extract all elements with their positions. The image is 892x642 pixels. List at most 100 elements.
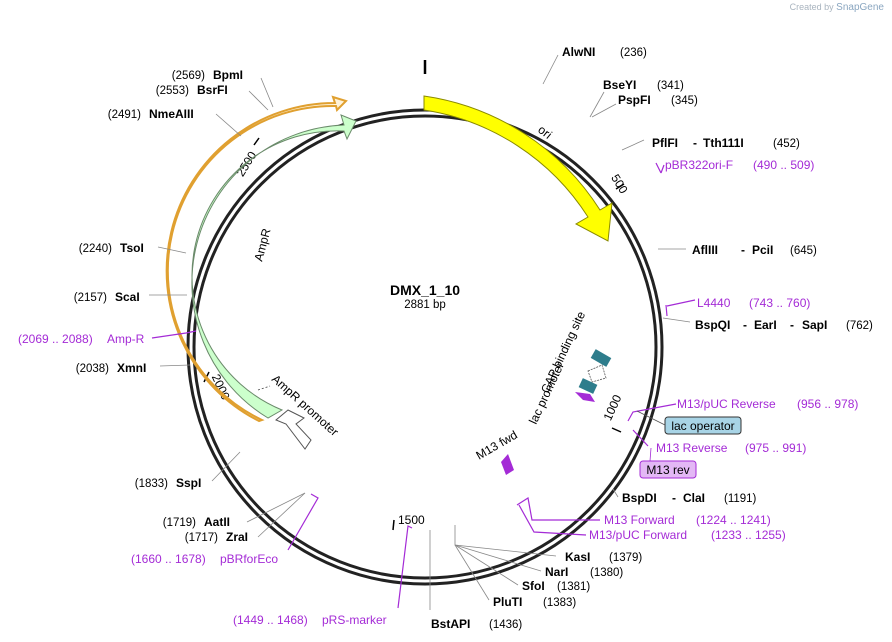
- enzyme-bstapi-pos: (1436): [489, 619, 522, 631]
- ampr-promoter-label: AmpR promoter: [269, 372, 341, 439]
- m13-fwd-arrow[interactable]: [501, 454, 514, 475]
- primer-m13-puc-reverse-range: (956 .. 978): [797, 397, 858, 411]
- primer-pbrforeco-range: (1660 .. 1678): [131, 552, 206, 566]
- lac-operator-label: lac operator: [671, 419, 734, 433]
- enzyme-pcii[interactable]: PciI: [752, 243, 773, 257]
- enzyme-bseyi[interactable]: BseYI: [603, 78, 636, 92]
- svg-text:-: -: [790, 318, 794, 332]
- cap-binding-site-box[interactable]: [590, 349, 612, 367]
- primer-l4440[interactable]: L4440: [697, 296, 731, 310]
- enzyme-aatii[interactable]: AatII: [204, 515, 230, 529]
- ampr-outer-arc: [165, 95, 348, 423]
- enzyme-bsrfi-pos: (2553): [156, 85, 189, 97]
- backbone-outer-ring: [186, 108, 664, 586]
- enzyme-nmeaiii[interactable]: NmeAIII: [149, 107, 194, 121]
- enzyme-sspi[interactable]: SspI: [176, 476, 201, 490]
- enzyme-nmeaiii-pos: (2491): [108, 109, 141, 121]
- enzyme-aatii-pos: (1719): [163, 517, 196, 529]
- tick-label-1500: 1500: [398, 513, 425, 527]
- ampr-promoter-feature[interactable]: [275, 409, 312, 450]
- enzyme-afliii[interactable]: AflIII: [692, 243, 718, 257]
- primer-amp-r[interactable]: Amp-R: [107, 332, 145, 346]
- svg-text:-: -: [672, 491, 676, 505]
- enzyme-clai[interactable]: ClaI: [683, 491, 705, 505]
- primer-m13-reverse[interactable]: M13 Reverse: [656, 441, 728, 455]
- enzyme-scai-pos: (2157): [74, 292, 107, 304]
- snapgene-watermark: Created by SnapGene: [790, 2, 884, 13]
- m13-rev-label: M13 rev: [646, 463, 689, 477]
- enzyme-nari[interactable]: NarI: [545, 565, 568, 579]
- watermark-brand: SnapGene: [836, 2, 884, 13]
- ampr-feature[interactable]: [191, 114, 357, 419]
- enzyme-nari-pos: (1380): [590, 567, 623, 579]
- enzyme-eari[interactable]: EarI: [754, 318, 777, 332]
- primer-labels: pBR322ori-F (490 .. 509) L4440 (743 .. 7…: [18, 158, 858, 627]
- enzyme-tth111i[interactable]: Tth111I: [703, 136, 744, 150]
- right-enzyme-labels: AlwNI (236) BseYI (341) PspFI (345) PflF…: [431, 45, 873, 631]
- enzyme-bspqi[interactable]: BspQI: [695, 318, 730, 332]
- watermark-prefix: Created by: [789, 2, 834, 12]
- primer-m13-reverse-range: (975 .. 991): [745, 441, 806, 455]
- enzyme-kasi-pos: (1379): [609, 552, 642, 564]
- primer-lines: [151, 162, 696, 609]
- enzyme-bseyi-pos: (341): [657, 80, 684, 92]
- enzyme-alwni-pos: (236): [620, 47, 647, 59]
- primer-m13-puc-forward-range: (1233 .. 1255): [711, 528, 786, 542]
- tick-label-500: 500: [608, 172, 631, 197]
- lac-promoter-arrow[interactable]: [587, 364, 607, 383]
- primer-prs-marker-range: (1449 .. 1468): [233, 613, 308, 627]
- leader-lines: [149, 54, 691, 610]
- enzyme-kasi[interactable]: KasI: [565, 550, 590, 564]
- enzyme-pspfi[interactable]: PspFI: [618, 93, 651, 107]
- enzyme-pluti[interactable]: PluTI: [493, 595, 522, 609]
- enzyme-sspi-pos: (1833): [135, 478, 168, 490]
- tick-label-1000: 1000: [600, 392, 624, 422]
- m13-rev-arrow[interactable]: [575, 392, 595, 402]
- backbone-inner-ring: [192, 114, 658, 580]
- primer-pbr322ori-f-range: (490 .. 509): [753, 158, 814, 172]
- primer-prs-marker[interactable]: pRS-marker: [322, 613, 387, 627]
- enzyme-bspdi[interactable]: BspDI: [622, 491, 657, 505]
- enzyme-pflfi[interactable]: PflFI: [652, 136, 678, 150]
- plasmid-name: DMX_1_10: [390, 282, 460, 298]
- enzyme-bspqi-pos: (762): [846, 320, 873, 332]
- primer-pbrforeco[interactable]: pBRforEco: [220, 552, 278, 566]
- enzyme-bpmi-pos: (2569): [172, 70, 205, 82]
- enzyme-afliii-pos: (645): [790, 245, 817, 257]
- enzyme-pspfi-pos: (345): [671, 95, 698, 107]
- primer-m13-puc-forward[interactable]: M13/pUC Forward: [589, 528, 687, 542]
- enzyme-scai[interactable]: ScaI: [115, 290, 140, 304]
- m13-fwd-label: M13 fwd: [474, 428, 520, 463]
- svg-text:-: -: [693, 136, 697, 150]
- lac-operator-box[interactable]: [578, 378, 598, 394]
- enzyme-tsoi[interactable]: TsoI: [120, 241, 144, 255]
- m13-rev-label-box[interactable]: [639, 460, 697, 479]
- enzyme-tsoi-pos: (2240): [79, 243, 112, 255]
- enzyme-bspdi-pos: (1191): [724, 493, 757, 505]
- svg-text:-: -: [741, 243, 745, 257]
- enzyme-bpmi[interactable]: BpmI: [213, 68, 243, 82]
- primer-m13-forward-range: (1224 .. 1241): [696, 513, 771, 527]
- lac-operator-label-box[interactable]: [664, 416, 742, 435]
- enzyme-pflfi-pos: (452): [773, 138, 800, 150]
- enzyme-sfoi[interactable]: SfoI: [522, 579, 545, 593]
- enzyme-zrai[interactable]: ZraI: [226, 530, 248, 544]
- enzyme-xmni[interactable]: XmnI: [117, 361, 146, 375]
- svg-text:-: -: [743, 318, 747, 332]
- enzyme-bstapi[interactable]: BstAPI: [431, 617, 470, 631]
- enzyme-pluti-pos: (1383): [543, 597, 576, 609]
- enzyme-bsrfi[interactable]: BsrFI: [197, 83, 228, 97]
- enzyme-sapi[interactable]: SapI: [802, 318, 827, 332]
- primer-l4440-range: (743 .. 760): [749, 296, 810, 310]
- enzyme-sfoi-pos: (1381): [557, 581, 590, 593]
- enzyme-xmni-pos: (2038): [76, 363, 109, 375]
- ori-feature[interactable]: [423, 95, 613, 242]
- primer-amp-r-range: (2069 .. 2088): [18, 332, 93, 346]
- primer-m13-puc-reverse[interactable]: M13/pUC Reverse: [677, 397, 776, 411]
- primer-m13-forward[interactable]: M13 Forward: [604, 513, 675, 527]
- enzyme-alwni[interactable]: AlwNI: [562, 45, 595, 59]
- enzyme-zrai-pos: (1717): [185, 532, 218, 544]
- left-enzyme-labels: (2569) BpmI (2553) BsrFI (2491) NmeAIII …: [74, 68, 248, 544]
- primer-pbr322ori-f[interactable]: pBR322ori-F: [665, 158, 733, 172]
